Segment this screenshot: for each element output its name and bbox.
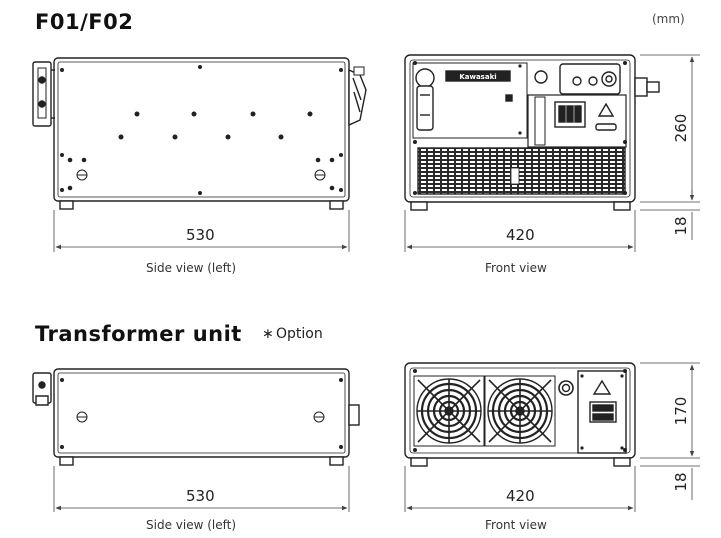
unit-label: (mm) xyxy=(652,12,685,26)
caption-front-top: Front view xyxy=(485,261,547,275)
warning-icon xyxy=(597,102,615,117)
option-mark: ∗ xyxy=(262,326,274,342)
dim-front-width-top: 420 xyxy=(506,226,535,244)
transformer-side-view xyxy=(32,368,360,466)
caption-front-bottom: Front view xyxy=(485,518,547,532)
dimension-lines xyxy=(53,54,700,512)
f01-side-view xyxy=(32,57,367,210)
option-label: Option xyxy=(276,326,323,342)
led-indicator xyxy=(505,94,513,102)
vent-grille xyxy=(417,147,626,195)
warning-icon xyxy=(592,379,612,395)
dim-foot-top: 18 xyxy=(672,216,690,235)
dim-foot-bottom: 18 xyxy=(672,472,690,491)
caption-side-top: Side view (left) xyxy=(146,261,237,275)
f01-side-bolts xyxy=(76,169,326,181)
caption-side-bottom: Side view (left) xyxy=(146,518,237,532)
dim-front-height-top: 260 xyxy=(672,114,690,143)
f01-side-screws xyxy=(60,65,343,195)
section-title-transformer: Transformer unit xyxy=(35,322,242,346)
kawasaki-logo xyxy=(445,70,511,82)
dim-front-height-bottom: 170 xyxy=(672,397,690,426)
section-title-f01f02: F01/F02 xyxy=(35,10,134,34)
transformer-front-view xyxy=(404,362,636,467)
dim-side-width-bottom: 530 xyxy=(186,487,215,505)
dim-front-width-bottom: 420 xyxy=(506,487,535,505)
fan-icon xyxy=(484,375,556,447)
dim-side-width-top: 530 xyxy=(186,226,215,244)
fan-icon xyxy=(413,375,485,447)
f01-front-view xyxy=(404,54,660,211)
brand-logo-text: Kawasaki xyxy=(459,73,496,81)
